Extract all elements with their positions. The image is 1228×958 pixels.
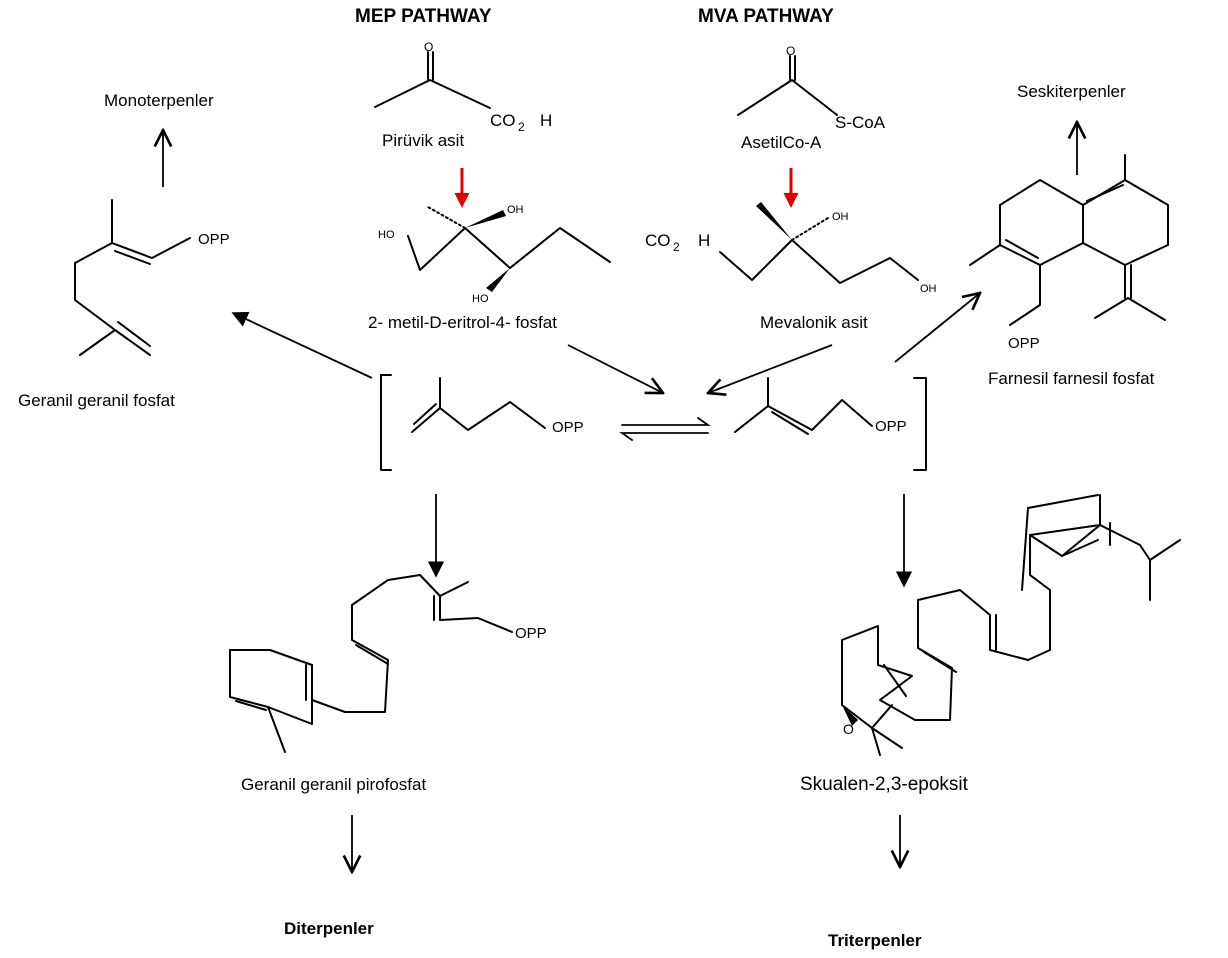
mep-oh-top: OH xyxy=(507,204,524,216)
arrow-to-geranyl xyxy=(231,311,373,379)
mva-h: H xyxy=(698,231,710,250)
geranyl-opp: OPP xyxy=(198,231,230,248)
ggpp-bottom-label: Geranil geranil pirofosfat xyxy=(241,775,426,794)
mevalonic-acid-label: Mevalonik asit xyxy=(760,313,868,332)
acetyl-coa-structure: O S-CoA xyxy=(737,44,886,132)
dmapp-opp: OPP xyxy=(875,418,907,435)
farnesyl-opp: OPP xyxy=(1008,335,1040,352)
acetyl-scoa: S-CoA xyxy=(835,113,886,132)
arrow-to-farnesyl xyxy=(894,293,980,363)
mva-oh-end: OH xyxy=(920,283,937,295)
pyruvic-h: H xyxy=(540,111,552,130)
mva-oh-top: OH xyxy=(832,211,849,223)
pyruvic-co2: CO xyxy=(490,111,516,130)
geranyl-left-label: Geranil geranil fosfat xyxy=(18,391,175,410)
pyruvic-co2-subscript: 2 xyxy=(518,120,525,134)
arrow-from-mep xyxy=(567,344,663,393)
pyruvic-carbonyl-o: O xyxy=(424,40,433,54)
pyruvic-acid-label: Pirüvik asit xyxy=(382,131,464,150)
ggpp-structure: OPP xyxy=(229,574,547,753)
equilibrium-arrows xyxy=(619,417,711,441)
mevalonic-acid-structure: CO 2 H OH OH xyxy=(645,202,937,295)
diterpenes-label: Diterpenler xyxy=(284,919,374,938)
farnesyl-label: Farnesil farnesil fosfat xyxy=(988,369,1155,388)
squalene-epoxide-structure: O xyxy=(841,494,1181,756)
pyruvic-acid-structure: O CO 2 H xyxy=(374,40,552,134)
squalene-epoxide-label: Skualen-2,3-epoksit xyxy=(800,774,969,795)
sesquiterpenes-label: Seskiterpenler xyxy=(1017,82,1126,101)
mva-co2: CO xyxy=(645,231,671,250)
mva-pathway-title: MVA PATHWAY xyxy=(698,6,834,27)
arrow-from-mevalonate xyxy=(708,344,833,393)
mep-label: 2- metil-D-eritrol-4- fosfat xyxy=(368,313,557,332)
mep-structure: HO OH HO xyxy=(378,204,611,305)
acetyl-carbonyl-o: O xyxy=(786,44,795,58)
right-bracket xyxy=(913,377,927,471)
mep-ho-bottom: HO xyxy=(472,293,489,305)
triterpenes-label: Triterpenler xyxy=(828,931,922,950)
mva-co2-subscript: 2 xyxy=(673,240,680,254)
dmapp-structure: OPP xyxy=(734,377,907,435)
mep-ho-left: HO xyxy=(378,229,395,241)
acetyl-coa-label: AsetilCo-A xyxy=(741,133,822,152)
monoterpenes-label: Monoterpenler xyxy=(104,91,214,110)
epoxide-o: O xyxy=(843,721,854,737)
ipp-opp: OPP xyxy=(552,419,584,436)
ggpp-opp: OPP xyxy=(515,625,547,642)
left-bracket xyxy=(380,374,392,471)
mep-pathway-title: MEP PATHWAY xyxy=(355,6,492,27)
farnesyl-structure: OPP xyxy=(969,154,1169,352)
geranyl-structure-left: OPP xyxy=(74,199,230,356)
ipp-structure: OPP xyxy=(411,377,584,436)
